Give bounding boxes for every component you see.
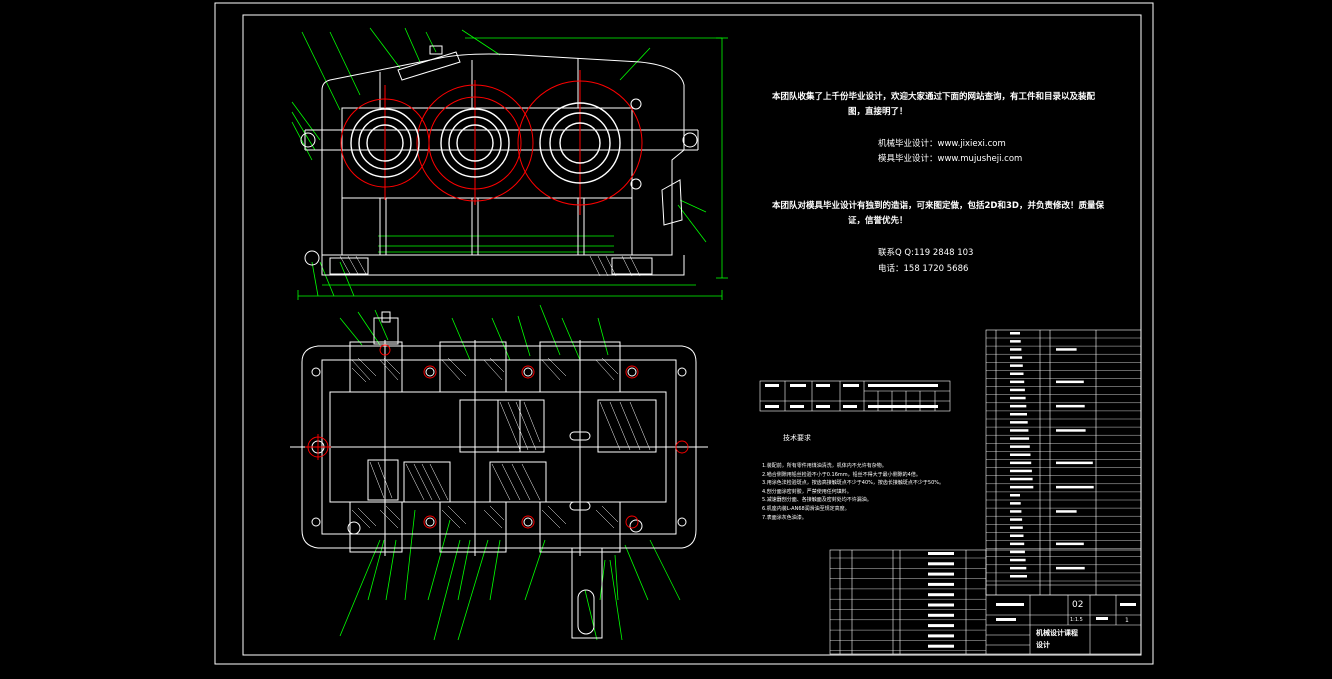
sheet-inner-border bbox=[242, 14, 1142, 656]
bom-row-text bbox=[928, 572, 954, 576]
parts-row-text bbox=[1010, 461, 1032, 465]
bom-row-text bbox=[928, 613, 954, 617]
table-text-blocks bbox=[765, 332, 1136, 648]
parts-row-text bbox=[1010, 356, 1023, 359]
parts-row-text bbox=[1010, 340, 1021, 343]
front-view bbox=[291, 27, 728, 300]
parts-row-text bbox=[1010, 421, 1028, 424]
parts-list-table bbox=[829, 329, 1142, 655]
parts-row-text bbox=[1010, 485, 1034, 489]
table-cell-text bbox=[843, 384, 859, 387]
parts-row-text bbox=[1010, 437, 1030, 440]
parts-row-text bbox=[1056, 461, 1093, 465]
table-cell-text bbox=[843, 405, 857, 408]
table-cell-text bbox=[816, 405, 830, 408]
notice-line-2: 图，直接明了！ bbox=[848, 107, 908, 117]
parts-row-text bbox=[1010, 494, 1020, 497]
bom-row-text bbox=[928, 634, 954, 638]
parts-row-text bbox=[1056, 566, 1085, 570]
bom-row-text bbox=[928, 603, 954, 607]
table-cell-text bbox=[765, 405, 779, 408]
tech-requirements-title: 技术要求 bbox=[783, 434, 811, 442]
table-cell-text bbox=[790, 405, 804, 408]
parts-row-text bbox=[1010, 332, 1020, 335]
parts-row-text bbox=[1056, 542, 1084, 546]
parts-row-text bbox=[1056, 404, 1085, 408]
parts-row-text bbox=[1010, 469, 1032, 473]
parts-row-text bbox=[1010, 502, 1021, 505]
table-cell-text bbox=[790, 384, 806, 387]
tech-requirement-item: 3.用涂色法检验斑点，按齿高接触斑点不少于40%，按齿长接触斑点不少于50%。 bbox=[762, 480, 945, 487]
parts-row-text bbox=[1010, 558, 1026, 562]
parts-row-text bbox=[1056, 429, 1086, 432]
table-cell-text bbox=[1120, 603, 1136, 606]
tech-requirement-item: 2.啮合侧隙用铅丝检验不小于0.16mm，铅丝不得大于最小侧隙的4倍。 bbox=[762, 471, 921, 478]
contact-phone: 电话：158 1720 5686 bbox=[878, 264, 969, 274]
parts-row-text bbox=[1010, 518, 1023, 521]
bom-row-text bbox=[928, 593, 954, 597]
table-cell-text bbox=[765, 384, 779, 387]
site-link-2[interactable]: 模具毕业设计：www.mujusheji.com bbox=[878, 154, 1023, 164]
parts-row-text bbox=[1010, 413, 1027, 416]
table-cell-text bbox=[868, 384, 938, 387]
bom-row-text bbox=[928, 582, 954, 586]
bom-row-text bbox=[928, 644, 954, 648]
parts-row-text bbox=[1010, 348, 1022, 351]
notice-line-1: 本团队收集了上千份毕业设计，欢迎大家通过下面的网站查询，有工件和目录以及装配 bbox=[772, 92, 1096, 102]
sheet-number: 1 bbox=[1125, 617, 1129, 624]
table-cell-text bbox=[868, 405, 938, 408]
parts-row-text bbox=[1010, 453, 1031, 456]
parts-row-text bbox=[1010, 445, 1030, 448]
tech-requirement-item: 1.装配前，所有零件用煤油清洗，机体内不允许有杂物。 bbox=[762, 463, 887, 469]
table-cell-text bbox=[996, 618, 1016, 621]
site-link-1[interactable]: 机械毕业设计：www.jixiexi.com bbox=[878, 139, 1006, 149]
table-cell-text bbox=[816, 384, 830, 387]
notice-line-4: 证，信誉优先！ bbox=[848, 216, 908, 226]
parts-row-text bbox=[1056, 348, 1077, 351]
drawing-number: 02 bbox=[1072, 600, 1084, 610]
gear-parameter-table bbox=[759, 380, 951, 412]
parts-row-text bbox=[1010, 510, 1022, 513]
parts-row-text bbox=[1056, 485, 1094, 489]
parts-row-text bbox=[1010, 477, 1033, 481]
plan-view bbox=[290, 304, 708, 641]
drawing-title-line-1: 机械设计课程 bbox=[1036, 629, 1078, 637]
notice-line-3: 本团队对模具毕业设计有独到的造诣，可来图定做，包括2D和3D，并负责修改！质量保 bbox=[772, 201, 1104, 211]
tech-requirement-item: 5.减速器剖分面、各接触面及密封处均不许漏油。 bbox=[762, 497, 872, 504]
bom-row-text bbox=[928, 552, 954, 555]
parts-row-text bbox=[1010, 388, 1025, 392]
parts-row-text bbox=[1010, 526, 1023, 529]
tech-requirement-item: 7.表面涂灰色油漆。 bbox=[762, 514, 807, 521]
parts-row-text bbox=[1010, 380, 1025, 384]
parts-row-text bbox=[1010, 364, 1023, 367]
parts-row-text bbox=[1010, 550, 1025, 554]
table-cell-text bbox=[996, 603, 1024, 606]
contact-qq: 联系Q Q:119 2848 103 bbox=[878, 248, 974, 258]
tech-requirement-item: 6.机座内装L-AN68润滑油至规定高度。 bbox=[762, 506, 850, 512]
table-cell-text bbox=[1096, 617, 1108, 620]
tech-requirement-item: 4.剖分面涂密封胶，严禁使用任何填料。 bbox=[762, 488, 852, 495]
parts-row-text bbox=[1056, 380, 1084, 384]
bom-row-text bbox=[928, 562, 954, 566]
parts-row-text bbox=[1010, 429, 1029, 432]
parts-row-text bbox=[1010, 372, 1024, 375]
sheet-outer-border bbox=[214, 2, 1154, 665]
parts-row-text bbox=[1010, 542, 1025, 546]
drawing-title-line-2: 设计 bbox=[1036, 641, 1050, 649]
parts-row-text bbox=[1010, 575, 1027, 578]
parts-row-text bbox=[1010, 396, 1026, 400]
parts-row-text bbox=[1056, 510, 1077, 513]
bom-row-text bbox=[928, 624, 954, 628]
parts-list-rows bbox=[830, 337, 1141, 651]
drawing-scale: 1:1.5 bbox=[1070, 617, 1083, 623]
parts-row-text bbox=[1010, 534, 1024, 537]
parts-row-text bbox=[1010, 404, 1027, 408]
parts-row-text bbox=[1010, 566, 1027, 570]
